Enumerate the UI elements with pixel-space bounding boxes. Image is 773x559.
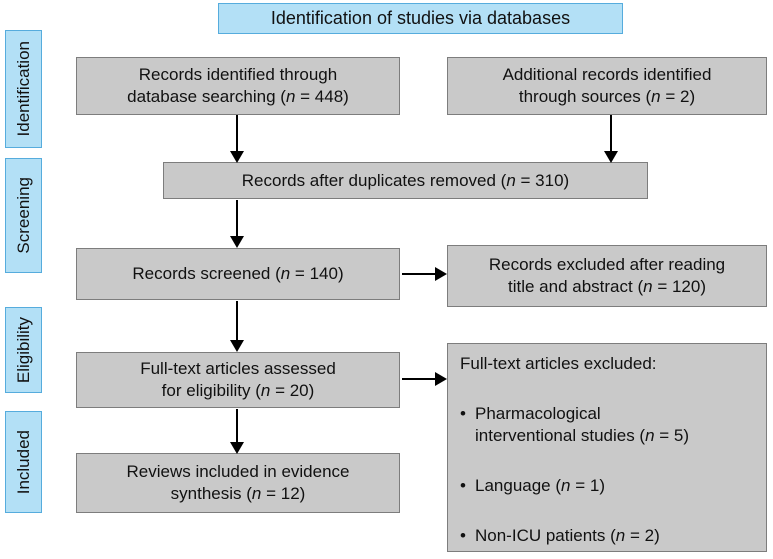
stage-identification-label: Identification xyxy=(13,41,33,137)
box-fulltext-assessed: Full-text articles assessed for eligibil… xyxy=(76,352,400,408)
arrow-additional-to-duplicates xyxy=(610,115,612,151)
box-duplicates-removed: Records after duplicates removed (n = 31… xyxy=(163,162,648,199)
box-additional-records-text: Additional records identified through so… xyxy=(502,65,712,106)
stage-screening-label: Screening xyxy=(13,177,33,254)
box-fulltext-assessed-text: Full-text articles assessed for eligibil… xyxy=(140,359,336,400)
exclusion-reason-item: • Pharmacological interventional studies… xyxy=(460,403,689,447)
exclusion-reason-item: • Language (n = 1) xyxy=(460,475,605,497)
arrow-assessed-to-excluded xyxy=(402,378,435,380)
box-records-identified-text: Records identified through database sear… xyxy=(127,65,349,106)
bullet-marker: • xyxy=(460,476,466,495)
stage-included: Included xyxy=(5,411,42,513)
box-fulltext-excluded-title: Full-text articles excluded: xyxy=(460,354,657,373)
stage-identification: Identification xyxy=(5,30,42,148)
diagram-title: Identification of studies via databases xyxy=(270,8,571,28)
box-records-identified: Records identified through database sear… xyxy=(76,57,400,115)
box-additional-records: Additional records identified through so… xyxy=(447,57,767,115)
exclusion-reason-text: Pharmacological interventional studies (… xyxy=(475,404,690,445)
box-reviews-included: Reviews included in evidence synthesis (… xyxy=(76,453,400,513)
arrow-screened-to-excluded xyxy=(402,273,435,275)
diagram-title-banner: Identification of studies via databases xyxy=(218,3,623,34)
box-records-screened-text: Records screened (n = 140) xyxy=(132,264,344,283)
exclusion-reason-text: Non-ICU patients (n = 2) xyxy=(475,526,660,545)
box-duplicates-removed-text: Records after duplicates removed (n = 31… xyxy=(241,170,570,190)
exclusion-reason-item: • Non-ICU patients (n = 2) xyxy=(460,525,660,547)
stage-eligibility-label: Eligibility xyxy=(13,316,33,384)
stage-screening: Screening xyxy=(5,158,42,273)
stage-included-label: Included xyxy=(13,429,33,495)
exclusion-reason-text: Language (n = 1) xyxy=(475,476,605,495)
arrow-identified-to-duplicates xyxy=(236,115,238,151)
arrow-screened-to-assessed xyxy=(236,301,238,340)
bullet-marker: • xyxy=(460,404,466,423)
box-records-excluded: Records excluded after reading title and… xyxy=(447,245,767,307)
arrow-duplicates-to-screened xyxy=(236,200,238,236)
arrow-assessed-to-included xyxy=(236,409,238,442)
box-records-excluded-text: Records excluded after reading title and… xyxy=(488,255,726,296)
box-fulltext-excluded: Full-text articles excluded: • Pharmacol… xyxy=(447,343,767,552)
bullet-marker: • xyxy=(460,526,466,545)
stage-eligibility: Eligibility xyxy=(5,307,42,393)
box-reviews-included-text: Reviews included in evidence synthesis (… xyxy=(126,462,350,503)
box-records-screened: Records screened (n = 140) xyxy=(76,248,400,300)
